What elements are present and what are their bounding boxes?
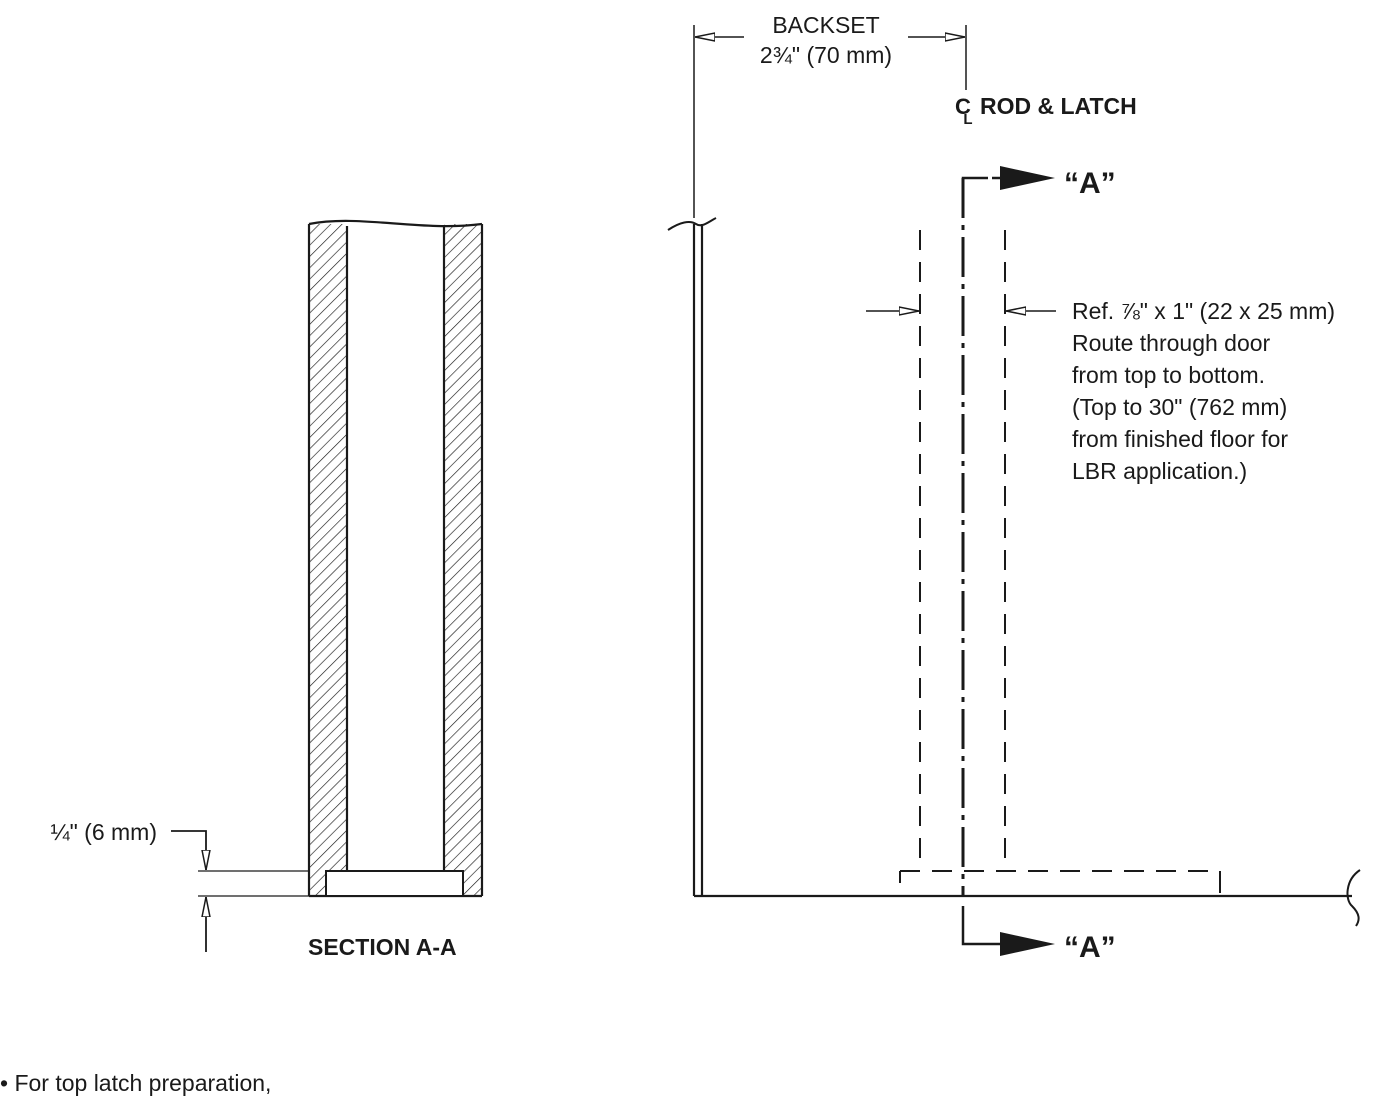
section-marker-bottom: “A”	[961, 906, 1116, 964]
section-marker-bottom-label: “A”	[1064, 931, 1116, 964]
backset-value: 2¾" (70 mm)	[760, 42, 892, 68]
backset-label: BACKSET	[772, 12, 879, 38]
section-marker-top-label: “A”	[1064, 167, 1116, 200]
centerline-symbol-sub: L	[963, 111, 972, 128]
section-marker-top: “A”	[961, 166, 1116, 212]
route-note-line-1: Ref. ⅞" x 1" (22 x 25 mm)	[1072, 298, 1335, 324]
route-note-line-6: LBR application.)	[1072, 458, 1247, 484]
route-note-line-3: from top to bottom.	[1072, 362, 1265, 388]
latch-channel-bottom	[325, 870, 464, 897]
right-wall-hatch	[444, 224, 482, 896]
door-elevation-view: BACKSET 2¾" (70 mm) C L ROD & LATCH “A” …	[667, 12, 1361, 964]
section-a-a-view: ¼" (6 mm) SECTION A-A	[50, 219, 484, 960]
section-a-a-title: SECTION A-A	[308, 934, 457, 960]
left-wall-hatch	[309, 224, 347, 896]
footer-note: • For top latch preparation,	[0, 1070, 272, 1096]
route-note-line-2: Route through door	[1072, 330, 1271, 356]
route-note-line-4: (Top to 30" (762 mm)	[1072, 394, 1287, 420]
quarter-inch-dimension: ¼" (6 mm)	[50, 819, 157, 845]
centerline-label: ROD & LATCH	[980, 93, 1137, 119]
centerline-symbol: C	[955, 94, 971, 119]
route-note-line-5: from finished floor for	[1072, 426, 1288, 452]
